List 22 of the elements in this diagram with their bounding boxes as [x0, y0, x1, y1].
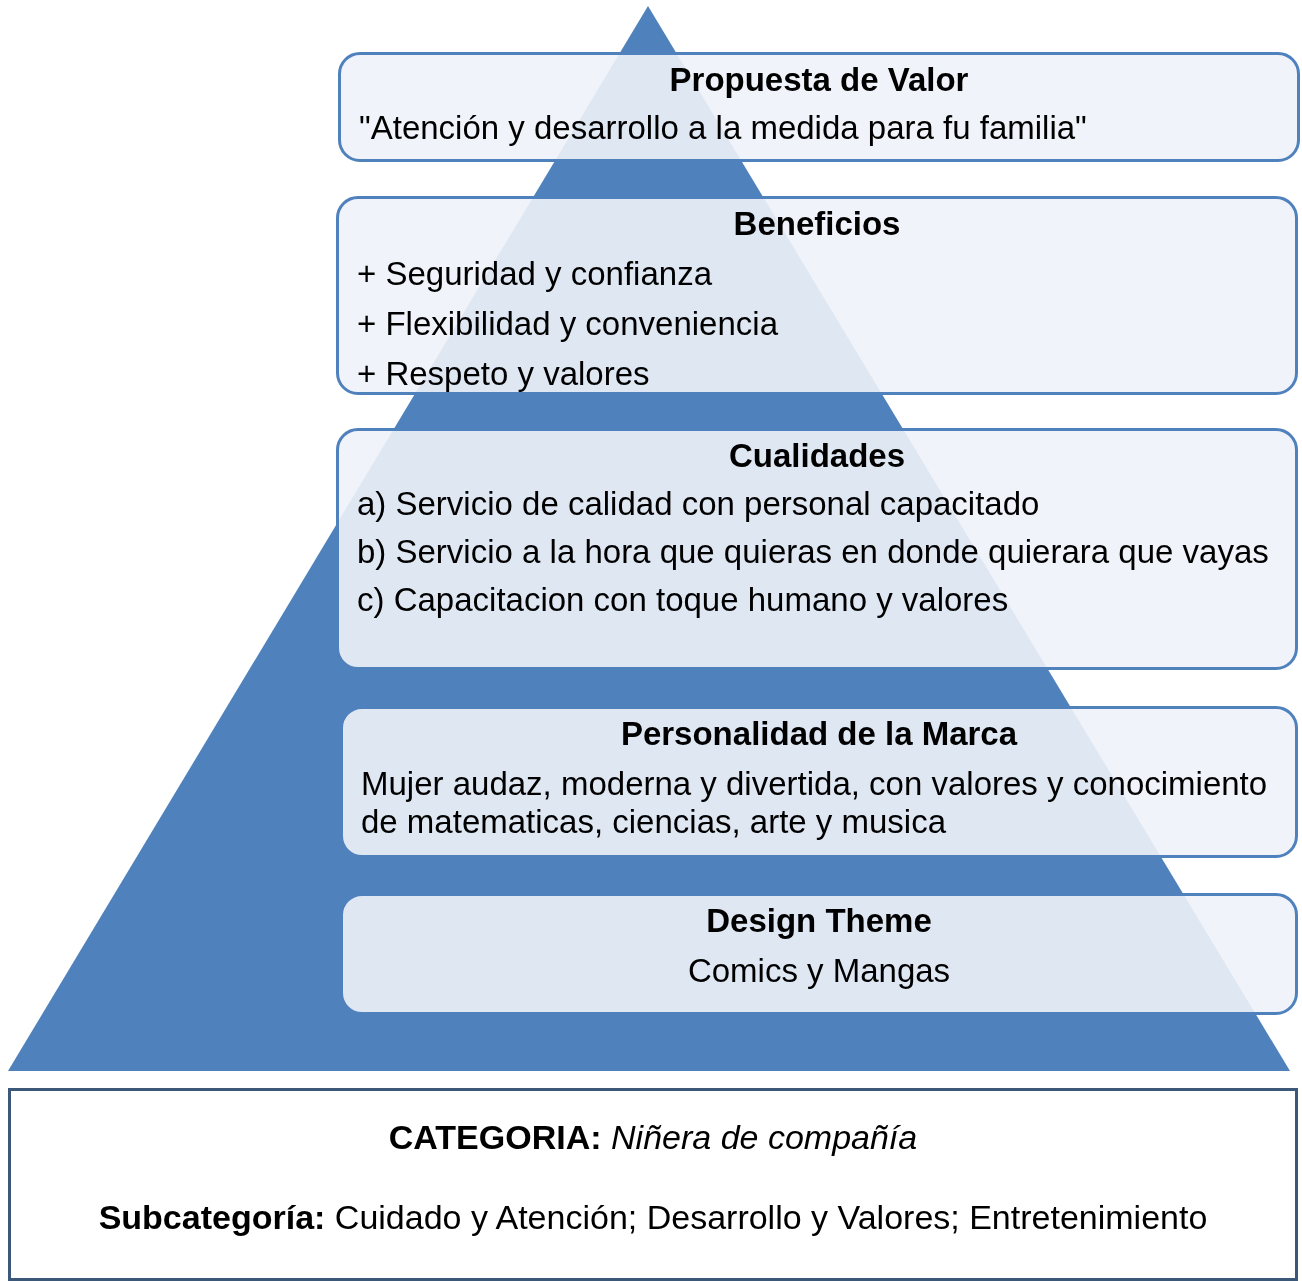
tier-text: c) Capacitacion con toque humano y valores — [357, 581, 1010, 619]
tier-text: Mujer audaz, moderna y divertida, con valores y conocimiento de matematicas, ciencias, arte y musica — [361, 765, 1269, 841]
subcategory-text: Subcategoría: Cuidado y Atención; Desarrollo y Valores; Entretenimiento — [98, 1197, 1208, 1237]
tier-text: "Atención y desarrollo a la medida para fu familia" — [359, 109, 1088, 147]
tier-text: a) Servicio de calidad con personal capacitado — [357, 485, 1041, 523]
tier-heading: Propuesta de Valor — [668, 61, 970, 99]
tier-text: + Seguridad y confianza — [357, 255, 713, 293]
tier-heading: Design Theme — [705, 902, 933, 940]
pyramid-tier-box — [340, 893, 1298, 1015]
pyramid-tier-box — [340, 706, 1298, 858]
tier-text: + Flexibilidad y conveniencia — [357, 305, 779, 343]
tier-text: b) Servicio a la hora que quieras en donde quierara que vayas — [357, 533, 1270, 571]
tier-heading: Personalidad de la Marca — [619, 715, 1019, 753]
pyramid-tier-box — [336, 428, 1298, 670]
pyramid-tier-box — [336, 196, 1298, 395]
tier-heading: Beneficios — [732, 205, 902, 243]
tier-heading: Cualidades — [727, 437, 907, 475]
tier-text: Comics y Mangas — [686, 952, 952, 990]
pyramid-tier-box — [338, 52, 1300, 162]
category-text: CATEGORIA: Niñera de compañía — [388, 1117, 918, 1157]
category-box — [8, 1088, 1298, 1281]
tier-text: + Respeto y valores — [357, 355, 651, 393]
